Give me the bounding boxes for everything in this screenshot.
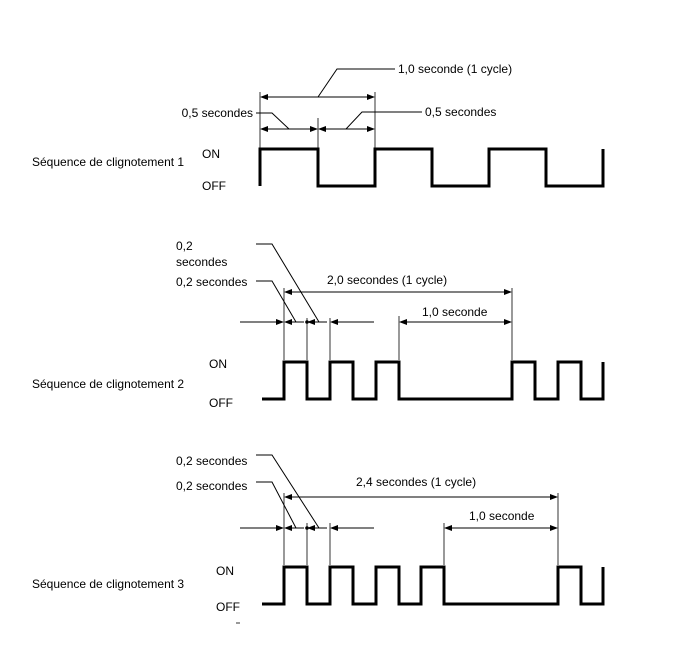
arrowhead <box>550 525 558 531</box>
arrowhead <box>276 319 284 325</box>
arrowhead <box>367 94 375 100</box>
arrowhead <box>330 525 338 531</box>
arrowhead <box>284 494 292 500</box>
sequence-3-second-leader <box>256 481 297 529</box>
sequence-3-title: Séquence de clignotement 3 <box>32 577 184 591</box>
sequence-1-off-label: OFF <box>202 179 226 193</box>
sequence-3-top-leader <box>256 454 320 529</box>
sequence-2-waveform <box>262 360 605 401</box>
sequence-2-second-leader <box>256 280 297 323</box>
sequence-3-cycle-label: 2,4 secondes (1 cycle) <box>356 475 476 489</box>
sequence-3: 2,4 secondes (1 cycle) 1,0 seconde 0,2 s… <box>32 454 605 614</box>
sequence-1-waveform <box>258 147 605 188</box>
arrowhead <box>504 319 512 325</box>
arrowhead <box>330 319 338 325</box>
sequence-2-top-leader <box>256 243 320 323</box>
arrowhead <box>367 126 375 132</box>
arrowhead <box>284 319 292 325</box>
arrowhead <box>504 289 512 295</box>
sequence-2: 2,0 secondes (1 cycle) 1,0 seconde 0,2 s… <box>32 239 605 410</box>
sequence-2-top-label-line2: secondes <box>176 255 227 269</box>
arrowhead <box>260 94 268 100</box>
sequence-3-off-label: OFF <box>216 600 240 614</box>
sequence-1-cycle-label: 1,0 seconde (1 cycle) <box>398 62 512 76</box>
sequence-3-top-label: 0,2 secondes <box>176 454 247 468</box>
sequence-2-on-label: ON <box>209 357 227 371</box>
arrowhead <box>318 126 326 132</box>
arrowhead <box>307 525 315 531</box>
sequence-2-pause-label: 1,0 seconde <box>422 305 488 319</box>
sequence-3-waveform <box>262 565 605 606</box>
arrowhead <box>260 126 268 132</box>
sequence-2-top-label-line1: 0,2 <box>176 239 193 253</box>
sequence-1-cycle-leader <box>317 68 395 98</box>
sequence-3-second-label: 0,2 secondes <box>176 479 247 493</box>
sequence-1-right-leader <box>345 111 422 130</box>
sequence-1-left-label: 0,5 secondes <box>182 106 253 120</box>
arrowhead <box>550 494 558 500</box>
arrowhead <box>284 525 292 531</box>
sequence-1-on-label: ON <box>202 147 220 161</box>
arrowhead <box>307 319 315 325</box>
sequence-3-pause-label: 1,0 seconde <box>469 509 535 523</box>
sequence-2-off-label: OFF <box>209 396 233 410</box>
sequence-1-right-label: 0,5 secondes <box>425 105 496 119</box>
sequence-2-cycle-label: 2,0 secondes (1 cycle) <box>327 273 447 287</box>
sequence-1-title: Séquence de clignotement 1 <box>32 155 184 169</box>
sequence-2-title: Séquence de clignotement 2 <box>32 377 184 391</box>
sequence-1-left-leader <box>256 112 290 130</box>
arrowhead <box>399 319 407 325</box>
arrowhead <box>310 126 318 132</box>
sequence-1: 1,0 seconde (1 cycle) 0,5 secondes 0,5 s… <box>32 62 605 193</box>
arrowhead <box>444 525 452 531</box>
sequence-2-second-label: 0,2 secondes <box>176 275 247 289</box>
arrowhead <box>276 525 284 531</box>
sequence-3-on-label: ON <box>216 564 234 578</box>
arrowhead <box>284 289 292 295</box>
